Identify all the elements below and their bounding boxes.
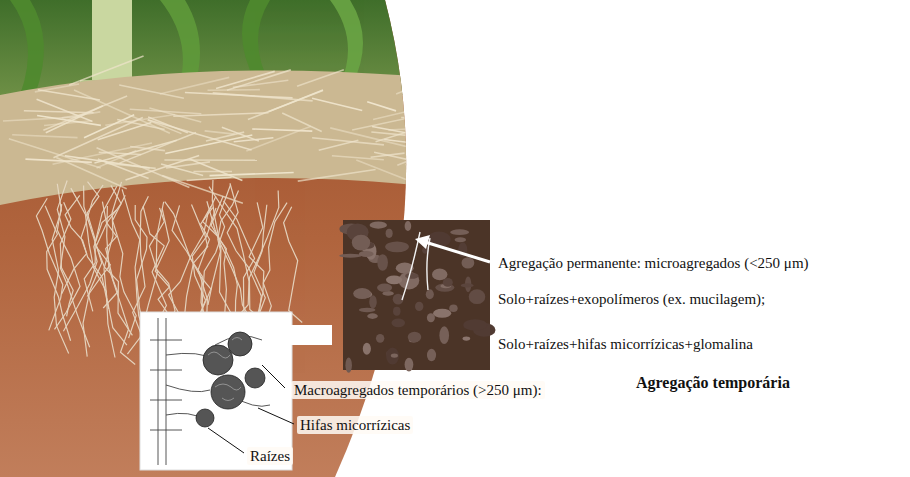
annotation-text: Solo+raízes+exopolímeros (ex. mucilagem)…	[498, 290, 765, 308]
part-label: Raízes	[247, 447, 293, 465]
group-heading: Agregação temporária	[636, 374, 790, 392]
part-label: Hifas micorrízicas	[297, 416, 413, 434]
soil-closeup	[339, 220, 495, 373]
annotation-text: Solo+raízes+hifas micorrízicas+glomalina	[498, 335, 753, 353]
annotation-text: Agregação permanente: microagregados (<2…	[498, 254, 809, 272]
part-label: Macroagregados temporários (>250 μm):	[291, 381, 545, 399]
leader-lines	[208, 235, 490, 453]
field-photo	[0, 0, 516, 477]
